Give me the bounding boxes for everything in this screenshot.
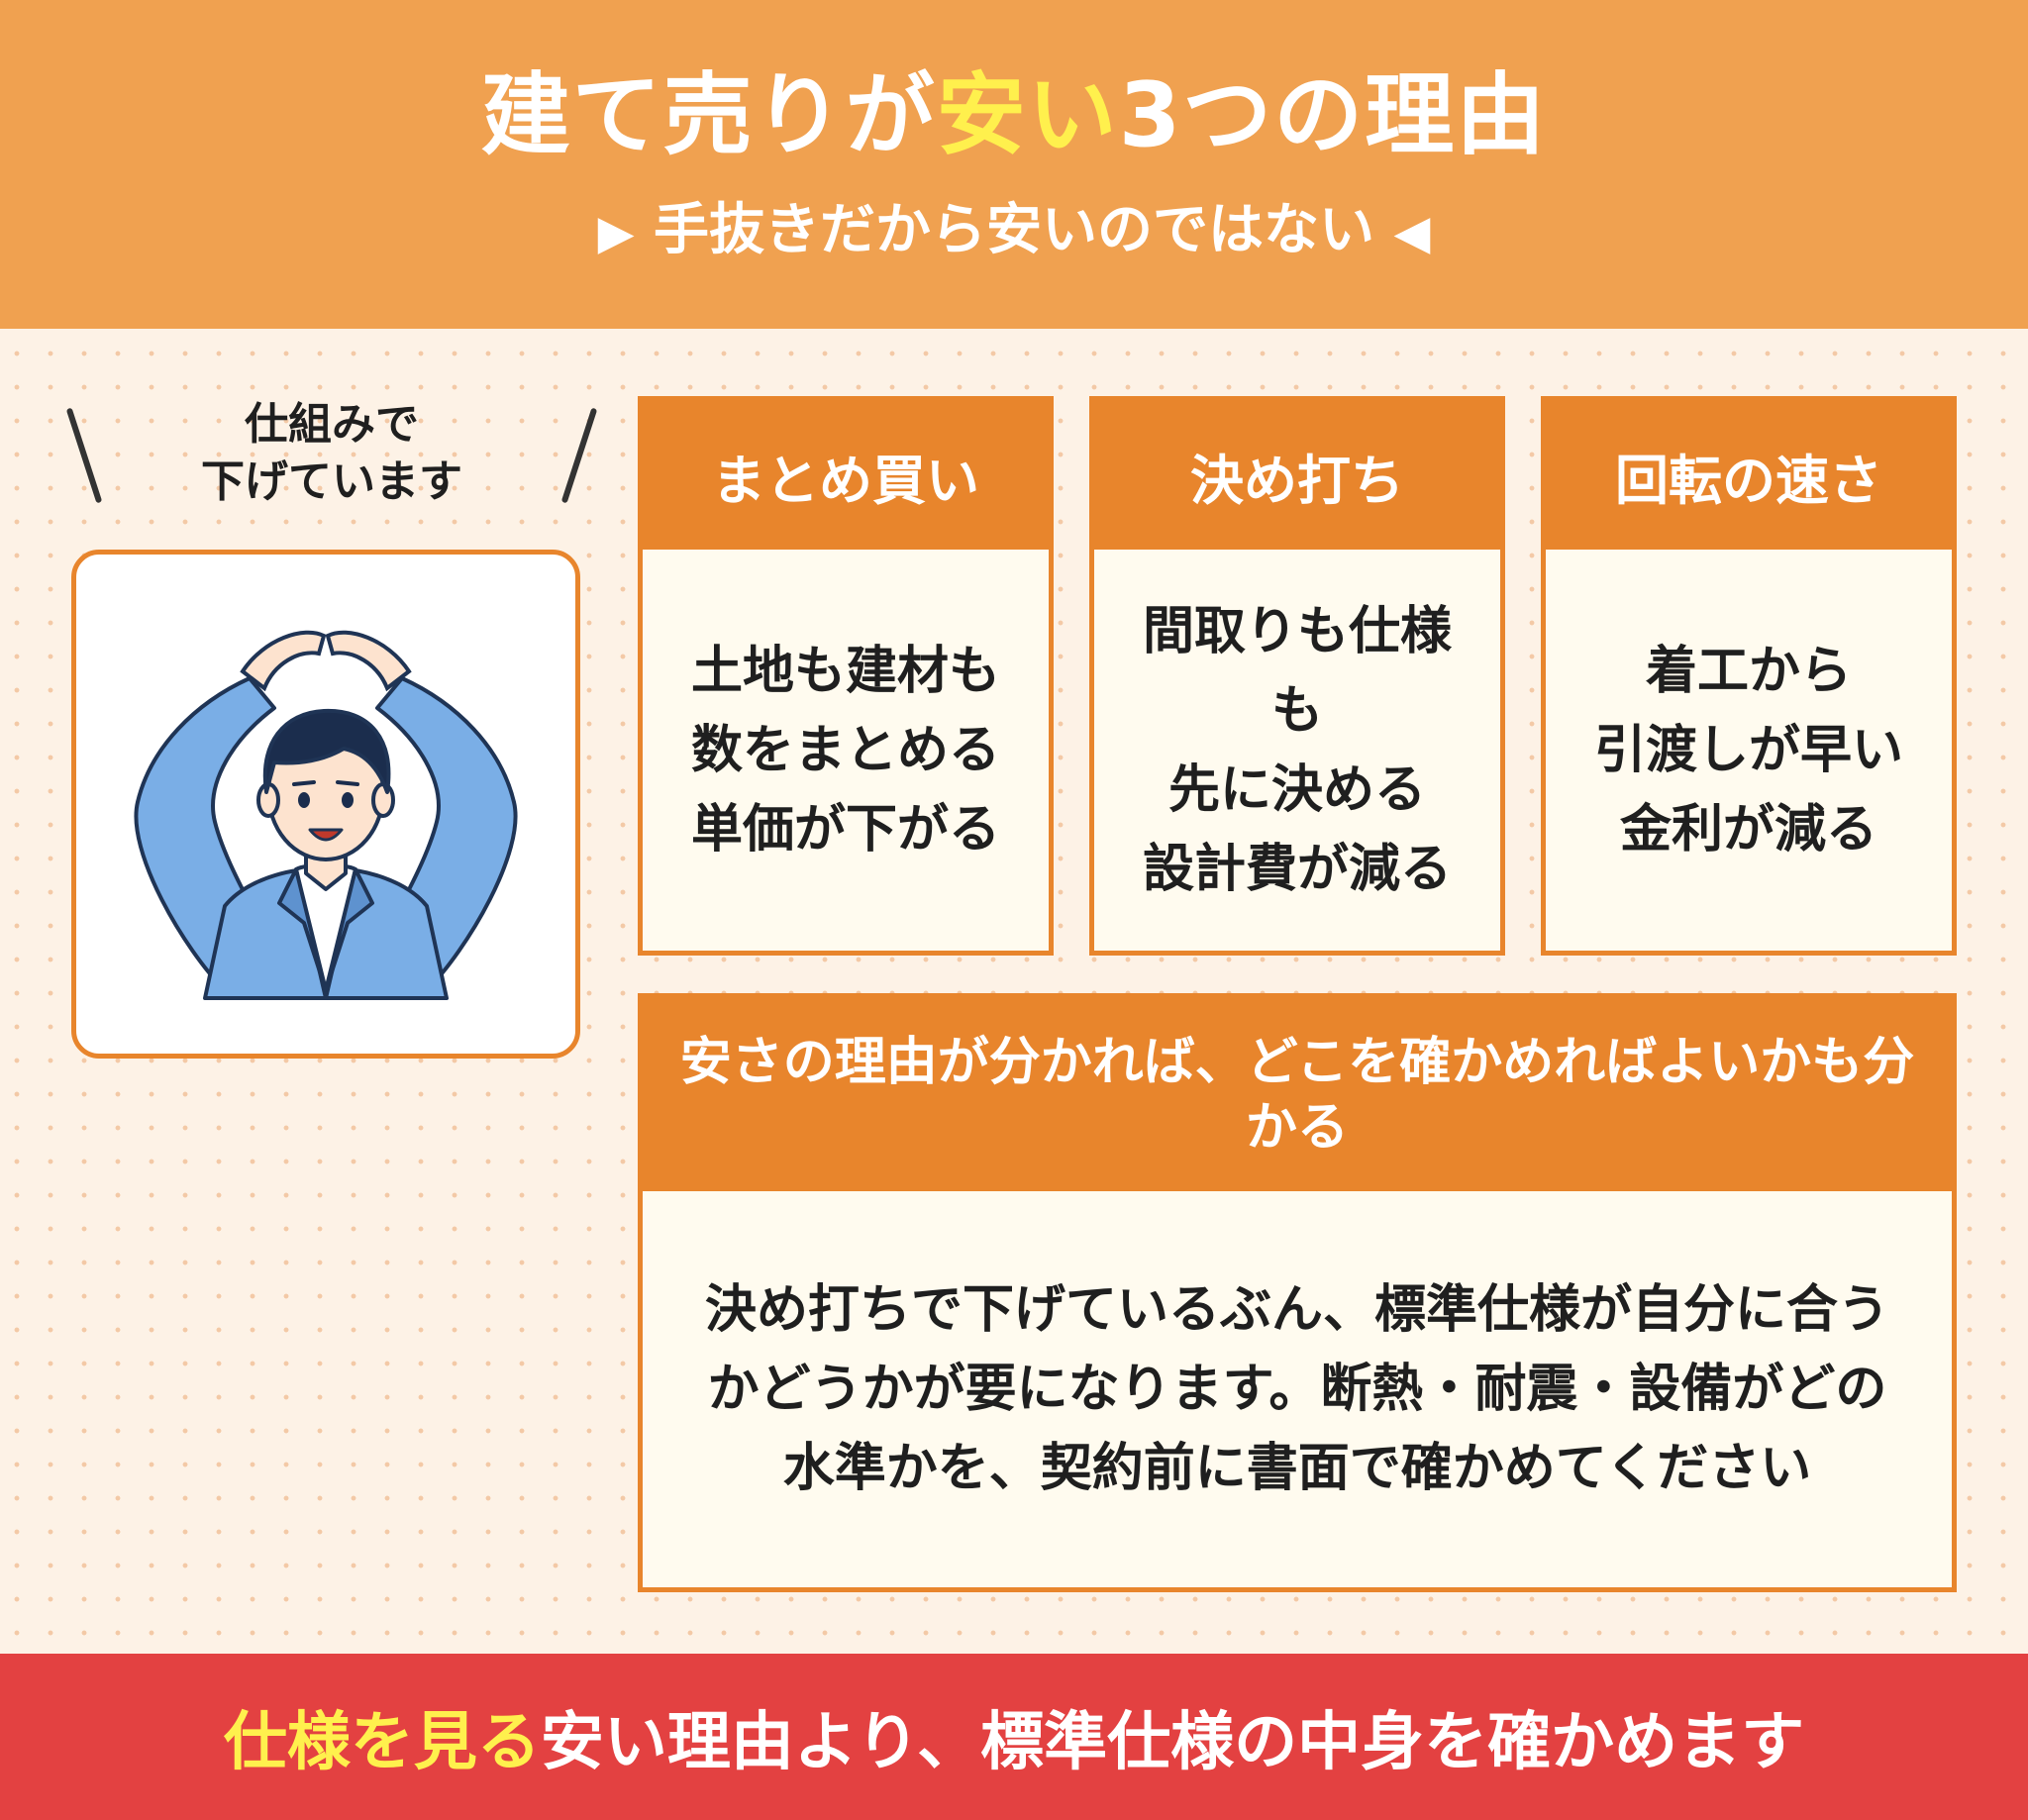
summary-card: 安さの理由が分かれば、どこを確かめればよいかも分かる 決め打ちで下げているぶん、… <box>638 993 1957 1592</box>
reason-title: 回転の速さ <box>1546 401 1952 550</box>
right-triangle-icon: ▶ <box>597 205 635 260</box>
summary-title: 安さの理由が分かれば、どこを確かめればよいかも分かる <box>643 998 1952 1191</box>
reason-card-fixed-plan: 決め打ち 間取りも仕様 も 先に決める 設計費が減る <box>1089 396 1505 956</box>
footer-highlight: 仕様を見る <box>223 1706 541 1779</box>
title-highlight: 安い <box>936 63 1119 167</box>
reason-card-turnover-speed: 回転の速さ 着工から 引渡しが早い 金利が減る <box>1541 396 1957 956</box>
header-banner: 建て売りが安い3つの理由 ▶ 手抜きだから安いのではない ◀ <box>0 0 2028 329</box>
reason-title: 決め打ち <box>1094 401 1500 550</box>
footer-banner: 仕様を見る安い理由より、標準仕様の中身を確かめます <box>0 1654 2028 1820</box>
summary-body: 決め打ちで下げているぶん、標準仕様が自分に合うかどうかが要になります。断熱・耐震… <box>704 1280 1889 1498</box>
reason-body: 間取りも仕様 も 先に決める 設計費が減る <box>1142 601 1452 899</box>
page-title: 建て売りが安い3つの理由 <box>0 61 2028 170</box>
emphasis-slash-left <box>65 407 103 504</box>
callout-line-2: 下げています <box>201 456 462 507</box>
title-text-before: 建て売りが <box>480 63 937 167</box>
reason-body: 土地も建材も 数をまとめる 単価が下がる <box>690 641 1000 859</box>
title-text-after: 3つの理由 <box>1118 63 1548 167</box>
emphasis-slash-right <box>560 407 598 504</box>
left-triangle-icon: ◀ <box>1393 205 1431 260</box>
callout-text: 仕組みで 下げています <box>119 396 545 511</box>
subtitle-text: 手抜きだから安いのではない <box>654 198 1374 262</box>
reason-card-bulk-buying: まとめ買い 土地も建材も 数をまとめる 単価が下がる <box>638 396 1054 956</box>
footer-text: 安い理由より、標準仕様の中身を確かめます <box>540 1706 1805 1779</box>
reason-body: 着工から 引渡しが早い 金利が減る <box>1593 641 1903 859</box>
page-subtitle: ▶ 手抜きだから安いのではない ◀ <box>0 196 2028 267</box>
speech-callout: 仕組みで 下げています <box>59 396 604 515</box>
businessman-arms-circle-icon <box>134 630 518 1000</box>
reason-title: まとめ買い <box>643 401 1049 550</box>
callout-line-1: 仕組みで <box>245 399 419 450</box>
illustration-frame <box>71 550 580 1059</box>
